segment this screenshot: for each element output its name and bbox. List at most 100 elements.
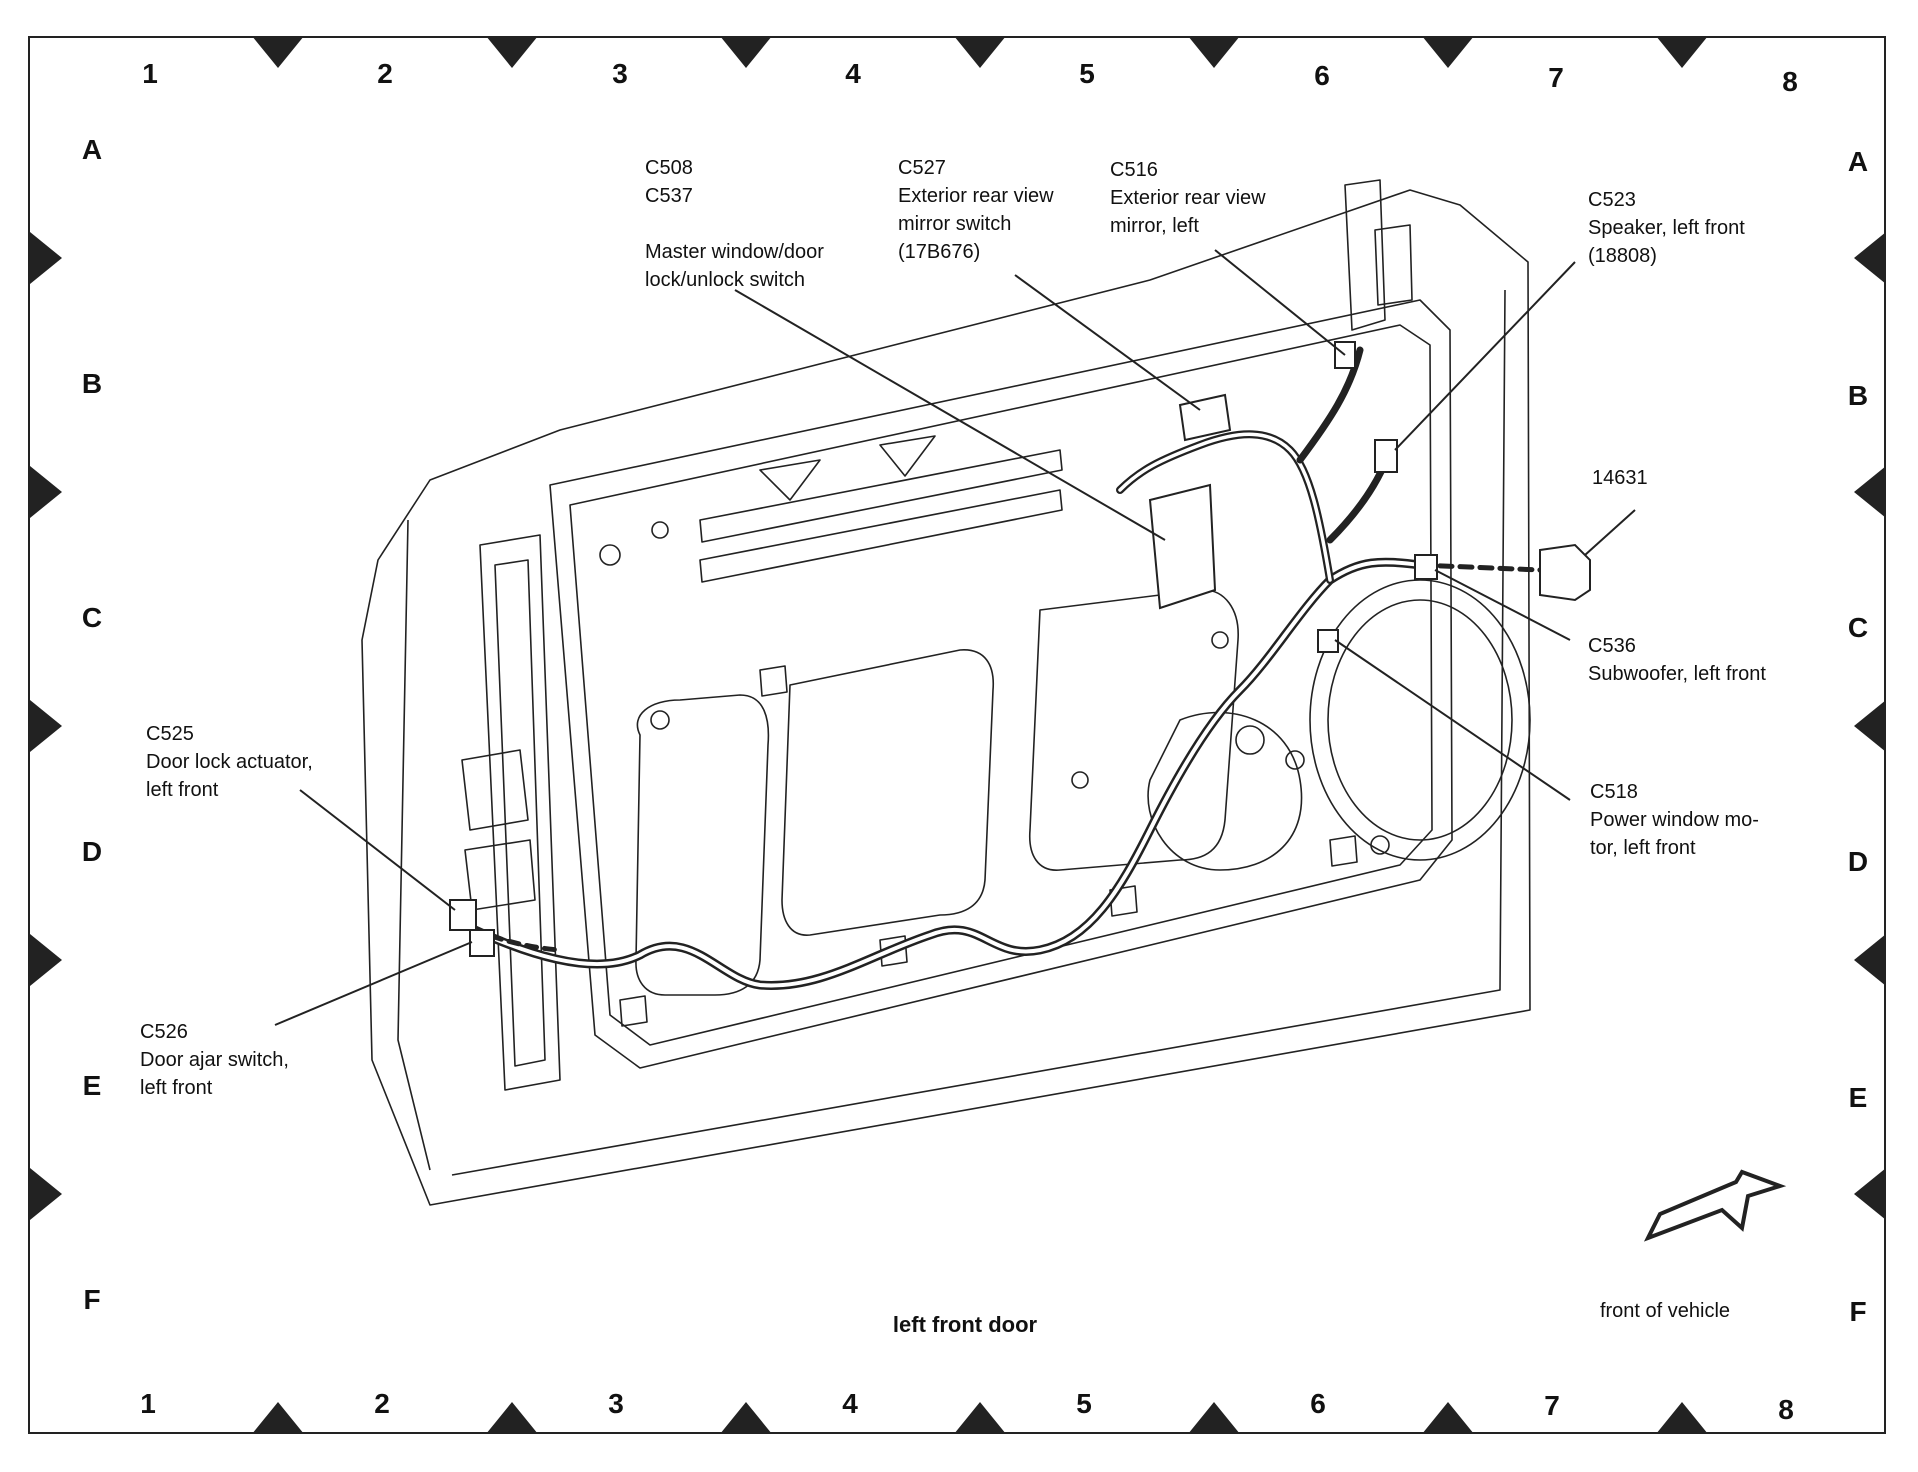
panel-hole (650, 710, 670, 730)
grid-col-bottom: 4 (842, 1388, 858, 1419)
inner-panel-lip (569, 324, 1433, 1046)
grid-col-bottom: 7 (1544, 1390, 1560, 1421)
belt-wedge-1 (759, 459, 821, 501)
connector-mirror-switch (1178, 393, 1232, 442)
connector-door-ajar (469, 929, 495, 957)
callout-c536: C536 Subwoofer, left front (1588, 635, 1766, 685)
border-index-mark (1854, 934, 1886, 986)
grid-row-left: C (81, 602, 103, 633)
connector-speaker (1374, 439, 1398, 473)
border-index-mark (30, 1168, 62, 1220)
mirror-bracket-slot (1374, 224, 1413, 306)
grid-row-left: D (81, 836, 103, 867)
grid-row-right: F (1849, 1296, 1867, 1327)
panel-hole (651, 521, 669, 539)
leader-c523 (1394, 261, 1576, 451)
callout-c525: C525 Door lock actuator, left front (146, 723, 313, 801)
speaker-opening-ring (1327, 599, 1513, 841)
wiring-harness-core (473, 560, 1422, 988)
mirror-bracket (1344, 179, 1386, 331)
connector-lock-actuator (449, 899, 477, 931)
panel-hole (1370, 835, 1390, 855)
callout-c523: C523 Speaker, left front (18808) (1588, 189, 1745, 267)
inner-panel (549, 299, 1453, 1069)
grid-row-left: F (83, 1284, 101, 1315)
border-index-mark (720, 1402, 772, 1434)
border-index-mark (1854, 232, 1886, 284)
connector-14631 (1539, 543, 1591, 602)
leader-c525 (299, 789, 456, 911)
latch-linkage (464, 839, 536, 911)
grid-row-left: A (81, 134, 103, 165)
panel-hole (1071, 771, 1089, 789)
border-index-mark (252, 36, 304, 68)
grid-row-right: A (1847, 146, 1869, 177)
leader-c518 (1334, 639, 1571, 801)
callout-c527: C527 Exterior rear view mirror switch (1… (898, 157, 1054, 263)
callout-c518: C518 Power window mo- tor, left front (1590, 781, 1759, 859)
callout-c508-c537: C508 C537 Master window/door lock/unlock… (645, 157, 824, 291)
panel-hole (599, 544, 621, 566)
access-opening-right (1028, 589, 1239, 871)
grid-col-top: 3 (612, 58, 628, 89)
speaker-opening (1309, 579, 1531, 861)
grid-col-bottom: 3 (608, 1388, 624, 1419)
belt-wedge-2 (879, 435, 936, 477)
border-index-mark (1188, 36, 1240, 68)
leader-c527 (1014, 274, 1201, 411)
belt-rail-upper (699, 449, 1063, 543)
grid-col-bottom: 2 (374, 1388, 390, 1419)
border-index-mark (30, 934, 62, 986)
callout-14631: 14631 (1592, 467, 1648, 489)
leader-14631 (1584, 509, 1636, 556)
panel-hole (1285, 750, 1305, 770)
harness-branch-14631 (1417, 562, 1543, 573)
grid-row-right: D (1847, 846, 1869, 877)
door-skin-edge (397, 519, 431, 1171)
grid-row-left: E (82, 1070, 102, 1101)
leader-c536 (1434, 569, 1571, 641)
front-of-vehicle-arrow (1643, 1169, 1787, 1242)
border-index-mark (252, 1402, 304, 1434)
callout-c526: C526 Door ajar switch, left front (140, 1021, 289, 1099)
grid-row-right: C (1847, 612, 1869, 643)
border-index-marks (30, 36, 1886, 1434)
panel-clip (1329, 835, 1358, 867)
border-index-mark (1656, 36, 1708, 68)
diagram-caption: left front door (892, 1312, 1038, 1337)
grid-col-top: 4 (845, 58, 861, 89)
border-index-mark (1854, 466, 1886, 518)
panel-hole (1235, 725, 1265, 755)
border-index-mark (1422, 36, 1474, 68)
border-index-mark (486, 1402, 538, 1434)
border-index-mark (954, 36, 1006, 68)
panel-clip (759, 665, 788, 697)
grid-col-top: 8 (1782, 66, 1798, 97)
access-opening-left (635, 694, 770, 996)
access-opening-center (781, 649, 995, 936)
leader-c516 (1214, 249, 1346, 356)
latch-assembly (461, 749, 529, 831)
callout-c516: C516 Exterior rear view mirror, left (1110, 159, 1266, 237)
grid-col-top: 5 (1079, 58, 1095, 89)
border-index-mark (1188, 1402, 1240, 1434)
border-index-mark (486, 36, 538, 68)
panel-clip (619, 995, 648, 1027)
harness-branch-upper-core (1118, 432, 1332, 582)
connector-master-switch (1148, 483, 1217, 610)
hinge-pillar-inner (494, 559, 546, 1067)
grid-col-bottom: 6 (1310, 1388, 1326, 1419)
leader-c508 (734, 289, 1166, 541)
border-index-mark (30, 700, 62, 752)
belt-rail-lower (699, 489, 1063, 583)
hinge-pillar (479, 534, 561, 1091)
border-index-mark (720, 36, 772, 68)
grid-col-top: 6 (1314, 60, 1330, 91)
leader-c526 (274, 941, 473, 1026)
grid-col-top: 2 (377, 58, 393, 89)
border-index-mark (1854, 700, 1886, 752)
door-outer-shell (361, 189, 1531, 1206)
border-index-mark (1854, 1168, 1886, 1220)
door-inner-edge (451, 289, 1506, 1176)
